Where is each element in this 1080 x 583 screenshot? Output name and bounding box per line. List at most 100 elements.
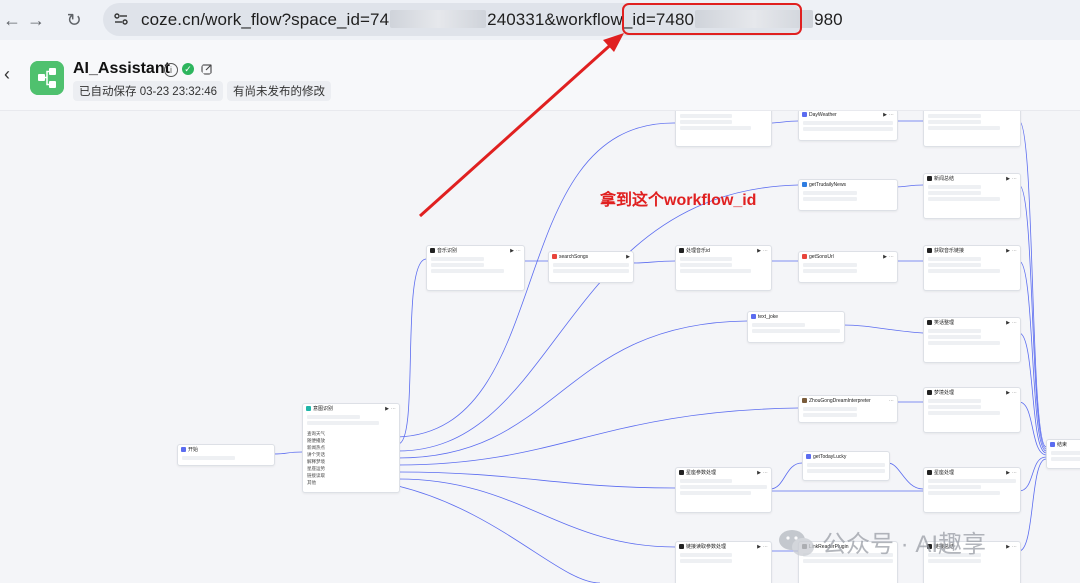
url-part: 240331&workflow_id=7480: [487, 10, 695, 29]
forward-arrow-icon[interactable]: →: [27, 10, 45, 30]
node-weather-params[interactable]: [675, 111, 772, 147]
intent-option: 其他: [307, 480, 316, 485]
more-icon[interactable]: ⋯: [763, 469, 768, 476]
watermark-text: 公众号 · AI趣享: [822, 531, 987, 558]
run-icon[interactable]: ▶: [1006, 247, 1010, 254]
node-intent[interactable]: 意图识别▶⋯ 查询天气 随便播放 新闻热点 讲个笑话 解释梦境 星座运势 链接读…: [302, 403, 400, 493]
intent-option: 新闻热点: [307, 445, 325, 450]
reload-icon[interactable]: ↻: [66, 10, 82, 30]
intent-option: 随便播放: [307, 438, 325, 443]
more-icon[interactable]: ⋯: [1012, 389, 1017, 396]
node-title: 音乐识别: [437, 248, 458, 254]
run-icon[interactable]: ▶: [883, 111, 887, 118]
run-icon[interactable]: ▶: [757, 543, 761, 550]
node-get-today-lucky[interactable]: getTodayLucky: [802, 451, 890, 481]
node-field: [553, 263, 629, 267]
run-icon[interactable]: ▶: [1006, 319, 1010, 326]
intent-option: 讲个笑话: [307, 452, 325, 457]
node-title: text_joke: [758, 313, 779, 320]
run-icon[interactable]: ▶: [385, 405, 389, 412]
info-icon[interactable]: i: [164, 63, 178, 77]
node-news-summary[interactable]: 新闻总结▶⋯: [923, 173, 1021, 219]
run-icon[interactable]: ▶: [626, 253, 630, 260]
intent-option: 解释梦境: [307, 459, 325, 464]
node-title: 开始: [188, 447, 199, 453]
node-horoscope-process[interactable]: 星座处理▶⋯: [923, 467, 1021, 513]
intent-option: 查询天气: [307, 431, 325, 436]
node-field: [928, 197, 1000, 201]
more-icon[interactable]: ⋯: [763, 543, 768, 550]
back-arrow-icon[interactable]: ←: [3, 10, 21, 30]
more-icon[interactable]: ⋯: [1012, 543, 1017, 550]
more-icon[interactable]: ⋯: [516, 247, 521, 254]
node-title: getTodayLucky: [813, 453, 847, 460]
node-get-song-url[interactable]: getSonsUrl▶⋯: [798, 251, 898, 283]
node-joke-organize[interactable]: 笑话整理▶⋯: [923, 317, 1021, 363]
node-title: 梦境处理: [934, 390, 955, 396]
node-text-joke[interactable]: text_joke: [747, 311, 845, 343]
run-icon[interactable]: ▶: [757, 469, 761, 476]
node-process-music-id[interactable]: 处理音乐id▶⋯: [675, 245, 772, 291]
node-end[interactable]: 结束: [1046, 439, 1080, 469]
address-bar[interactable]: coze.cn/work_flow?space_id=74 240331&work…: [103, 3, 843, 36]
url-text: coze.cn/work_flow?space_id=74 240331&work…: [141, 10, 843, 30]
node-weather-summary[interactable]: [923, 111, 1021, 147]
run-icon[interactable]: ▶: [757, 247, 761, 254]
node-field: [553, 269, 629, 273]
node-dream-interpreter[interactable]: ZhouGongDreamInterpreter⋯: [798, 395, 898, 423]
more-icon[interactable]: ⋯: [763, 247, 768, 254]
node-field: [680, 491, 752, 495]
run-icon[interactable]: ▶: [1006, 469, 1010, 476]
workflow-canvas[interactable]: 开始 意图识别▶⋯ 查询天气 随便播放 新闻热点 讲个笑话 解释梦境 星座运势 …: [0, 111, 1080, 583]
site-settings-icon[interactable]: [112, 10, 130, 28]
node-dream-process[interactable]: 梦境处理 ▶⋯: [923, 387, 1021, 433]
node-link-summary[interactable]: 链接总结▶⋯: [923, 541, 1021, 583]
node-field: [928, 126, 1000, 130]
node-day-weather[interactable]: DayWeather▶⋯: [798, 111, 898, 141]
node-field: [431, 269, 504, 273]
more-icon[interactable]: ⋯: [889, 253, 894, 260]
more-icon[interactable]: ⋯: [1012, 175, 1017, 182]
node-get-daily-news[interactable]: getTrudailyNews: [798, 179, 898, 211]
node-field: [1051, 457, 1080, 461]
redacted-mask: [695, 10, 814, 28]
node-field: [680, 126, 752, 130]
more-icon[interactable]: ⋯: [889, 397, 894, 404]
more-icon[interactable]: ⋯: [1012, 319, 1017, 326]
node-horoscope-params[interactable]: 星座参数处理▶⋯: [675, 467, 772, 513]
code-icon: [679, 248, 684, 253]
node-field: [928, 491, 1000, 495]
more-icon[interactable]: ⋯: [391, 405, 396, 412]
plugin-icon: [802, 182, 807, 187]
intent-option: 链接读取: [307, 473, 325, 478]
node-link-params[interactable]: 链接读取参数处理▶⋯: [675, 541, 772, 583]
run-icon[interactable]: ▶: [510, 247, 514, 254]
node-field: [680, 257, 733, 261]
plugin-icon: [552, 254, 557, 259]
llm-icon: [430, 248, 435, 253]
node-field: [431, 263, 485, 267]
more-icon[interactable]: ⋯: [889, 111, 894, 118]
run-icon[interactable]: ▶: [1006, 175, 1010, 182]
plugin-icon: [806, 454, 811, 459]
url-part: coze.cn/work_flow?space_id=74: [141, 10, 390, 29]
back-chevron-icon[interactable]: ‹: [4, 64, 10, 84]
node-field: [752, 323, 805, 327]
node-music-recognition[interactable]: 音乐识别 ▶⋯: [426, 245, 525, 291]
run-icon[interactable]: ▶: [883, 253, 887, 260]
node-title: LinkReaderPlugin: [809, 543, 849, 550]
run-icon[interactable]: ▶: [1006, 543, 1010, 550]
node-field: [680, 479, 733, 483]
more-icon[interactable]: ⋯: [1012, 469, 1017, 476]
node-field: [928, 335, 981, 339]
node-start[interactable]: 开始: [177, 444, 275, 466]
more-icon[interactable]: ⋯: [1012, 247, 1017, 254]
node-link-reader-plugin[interactable]: LinkReaderPlugin: [798, 541, 898, 583]
node-field: [928, 341, 1000, 345]
node-title: searchSongs: [559, 253, 589, 260]
node-get-music-link[interactable]: 获取音乐链接▶⋯: [923, 245, 1021, 291]
node-field: [928, 114, 981, 118]
edit-icon[interactable]: [201, 63, 213, 75]
run-icon[interactable]: ▶: [1006, 389, 1010, 396]
node-search-songs[interactable]: searchSongs ▶: [548, 251, 634, 283]
